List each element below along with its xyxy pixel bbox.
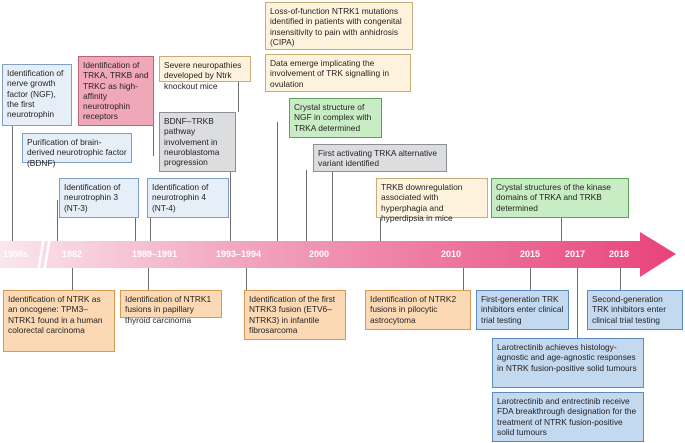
connector-line [150, 218, 151, 241]
event-trka-variant: First activating TRKA alternative varian… [313, 144, 447, 172]
event-second-gen-inhibitors: Second-generation TRK inhibitors enter c… [587, 290, 683, 330]
event-kinase-crystal: Crystal structures of the kinase domains… [491, 178, 629, 218]
connector-line [246, 268, 247, 290]
event-cipa: Loss-of-function NTRK1 mutations identif… [265, 2, 413, 50]
event-ngf-crystal: Crystal structure of NGF in complex with… [289, 98, 382, 138]
event-fda-breakthrough: Larotrectinib and entrectinib receive FD… [492, 392, 644, 442]
year-label-2017: 2017 [565, 249, 586, 259]
connector-line [306, 170, 307, 241]
event-ngf: Identification of nerve growth factor (N… [2, 64, 72, 126]
connector-line [72, 268, 73, 290]
event-nt3: Identification of neurotrophin 3 (NT-3) [59, 178, 139, 218]
connector-line [277, 122, 278, 241]
connector-line [238, 82, 239, 112]
event-trk-receptors: Identification of TRKA, TRKB and TRKC as… [78, 56, 154, 126]
connector-line [230, 172, 231, 241]
year-label-1993-1994: 1993–1994 [216, 249, 262, 259]
event-ntrk2-fusions: Identification of NTRK2 fusions in piloc… [365, 290, 471, 330]
event-ntrk-oncogene: Identification of NTRK as an oncogene: T… [3, 290, 115, 352]
year-label-1982: 1982 [62, 249, 83, 259]
connector-line [463, 268, 464, 290]
event-bdnf: Purification of brain-derived neurotroph… [22, 133, 132, 168]
year-label-2018: 2018 [609, 249, 630, 259]
connector-line [135, 218, 136, 241]
connector-line [12, 126, 13, 241]
event-ovulation: Data emerge implicating the involvement … [265, 54, 411, 92]
event-ntrk3-fusion: Identification of the first NTRK3 fusion… [244, 290, 346, 340]
event-thyroid-fusions: Identification of NTRK1 fusions in papil… [120, 290, 222, 325]
event-larotrectinib-responses: Larotrectinib achieves histology-agnosti… [492, 338, 644, 388]
year-label-1950s: 1950s [3, 249, 29, 259]
event-nt4: Identification of neurotrophin 4 (NT-4) [147, 178, 229, 218]
connector-line [620, 268, 621, 290]
connector-line [153, 126, 154, 156]
connector-line [530, 268, 531, 290]
connector-line [561, 218, 562, 241]
connector-line [57, 200, 58, 241]
event-neuroblastoma: BDNF–TRKB pathway involvement in neurobl… [159, 112, 236, 172]
year-label-1989-1991: 1989–1991 [132, 249, 178, 259]
connector-line [332, 172, 333, 241]
event-trkb-downregulation: TRKB downregulation associated with hype… [376, 178, 488, 223]
connector-line [577, 268, 578, 338]
year-label-2015: 2015 [520, 249, 541, 259]
event-first-gen-inhibitors: First-generation TRK inhibitors enter cl… [476, 290, 569, 330]
year-label-2000: 2000 [309, 249, 330, 259]
connector-line [148, 268, 149, 290]
year-label-2010: 2010 [441, 249, 462, 259]
connector-line [380, 218, 381, 241]
event-ntrk-knockout: Severe neuropathies developed by Ntrk kn… [159, 56, 251, 91]
